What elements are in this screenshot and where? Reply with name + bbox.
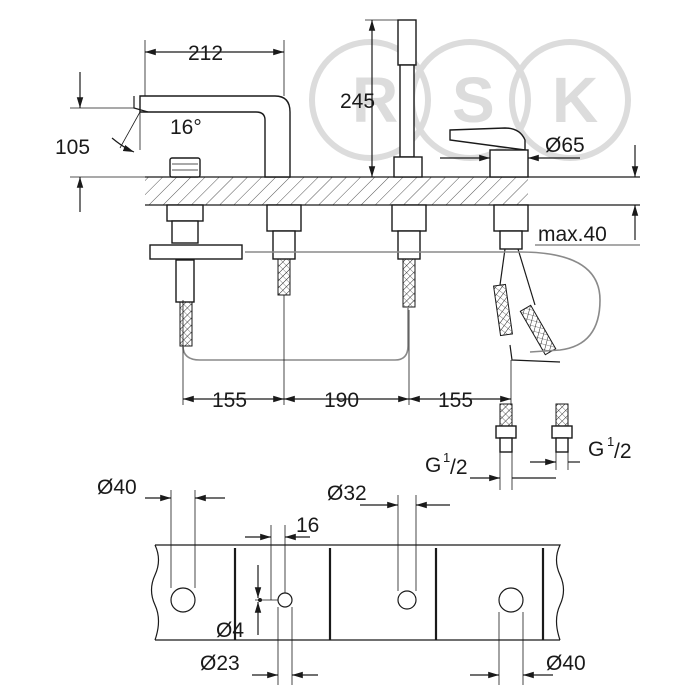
dim-spout-reach: 212 xyxy=(188,42,223,65)
dim-hole-40-left: Ø40 xyxy=(97,476,137,499)
fitting-4-tube-b xyxy=(517,248,536,306)
spout xyxy=(133,95,291,178)
dim-spout-angle: 16° xyxy=(170,116,202,139)
connector-left-hose xyxy=(499,403,513,427)
angle-slope xyxy=(119,111,141,149)
thread-right-num: 1 xyxy=(607,434,614,449)
dim-max-deck: max.40 xyxy=(538,223,607,246)
dim-spacing-2: 190 xyxy=(324,389,359,412)
diverter-cap xyxy=(169,157,201,178)
handle-diameter-dimension: Ø65 xyxy=(440,134,585,162)
fitting-1-body xyxy=(171,220,199,244)
connector-right-hose xyxy=(555,403,569,427)
dim-hole-40-right: Ø40 xyxy=(546,652,586,675)
side-view: 155 190 155 212 105 16° xyxy=(55,19,640,490)
connection-hose-2 xyxy=(245,251,601,353)
dim-hole-23: Ø23 xyxy=(200,652,240,675)
mixer-handle xyxy=(449,127,529,178)
connector-right-thread xyxy=(555,437,569,453)
fitting-4-hose-b xyxy=(519,304,557,356)
fitting-4-body xyxy=(499,230,523,250)
fitting-4-nut xyxy=(493,204,529,232)
thread-left-den: /2 xyxy=(450,456,468,479)
spout-height-dimension: 105 xyxy=(55,72,134,212)
handshower-holder xyxy=(393,156,423,178)
fitting-1-shank xyxy=(175,259,195,303)
handshower-stem xyxy=(399,64,415,158)
handshower xyxy=(393,19,423,178)
hole-2 xyxy=(277,592,293,608)
dim-spacing-3: 155 xyxy=(438,389,473,412)
fitting-4-tube-a xyxy=(499,248,506,286)
connector-left-nut xyxy=(495,425,517,439)
fitting-4-hose-a xyxy=(493,283,513,337)
dim-offset-16: 16 xyxy=(296,514,319,537)
plate-left-break xyxy=(150,544,160,641)
fitting-3 xyxy=(391,204,427,308)
watermark-letter-s: S xyxy=(452,64,495,136)
fitting-1-nut xyxy=(166,204,204,222)
fitting-1 xyxy=(149,204,243,347)
thread-right-den: /2 xyxy=(614,440,632,463)
reach-dimension: 212 xyxy=(144,40,285,96)
dim-spout-height: 105 xyxy=(55,136,90,159)
hole-4 xyxy=(498,587,524,613)
angle-dimension: 16° xyxy=(111,111,202,153)
thread-right-main: G xyxy=(588,438,604,461)
fitting-2-nut xyxy=(266,204,302,232)
thread-connectors: G 1 /2 G 1 /2 xyxy=(425,403,632,490)
connector-right-nut xyxy=(551,425,573,439)
fitting-1-tee xyxy=(149,244,243,260)
angle-arc xyxy=(111,137,135,153)
hole-1 xyxy=(170,587,196,613)
handshower-head xyxy=(397,19,417,66)
connection-hose-1 xyxy=(182,307,409,361)
mixer-body xyxy=(489,149,529,178)
fitting-1-hose xyxy=(179,301,193,347)
thread-left-num: 1 xyxy=(443,450,450,465)
plate-top-right xyxy=(155,544,565,641)
thread-left-main: G xyxy=(425,454,441,477)
fitting-4-tube-c xyxy=(509,344,561,363)
spout-body xyxy=(139,95,291,178)
fitting-2-body xyxy=(272,230,296,260)
fitting-3-hose xyxy=(402,258,416,308)
deck-plate xyxy=(145,177,528,205)
spacing-dimensions: 155 190 155 xyxy=(182,295,512,412)
watermark-letter-k: K xyxy=(552,64,598,136)
fitting-2 xyxy=(266,204,302,296)
dim-hole-32: Ø32 xyxy=(327,482,367,505)
lever xyxy=(449,127,526,151)
fitting-4 xyxy=(493,204,561,363)
diverter-knob xyxy=(169,157,201,178)
fitting-2-hose xyxy=(277,258,291,296)
hole-pattern-view: Ø40 Ø32 16 Ø4 Ø23 Ø40 xyxy=(97,476,586,685)
dim-spacing-1: 155 xyxy=(212,389,247,412)
dim-pin-4: Ø4 xyxy=(216,619,244,642)
dim-handle-diameter: Ø65 xyxy=(545,134,585,157)
handshower-height-dimension: 245 xyxy=(340,19,398,177)
dim-handshower-height: 245 xyxy=(340,90,375,113)
fitting-3-body xyxy=(397,230,421,260)
fitting-3-nut xyxy=(391,204,427,232)
hole-3 xyxy=(397,590,417,610)
connector-left-thread xyxy=(499,437,513,453)
max-deck-dimension: max.40 xyxy=(535,145,640,246)
